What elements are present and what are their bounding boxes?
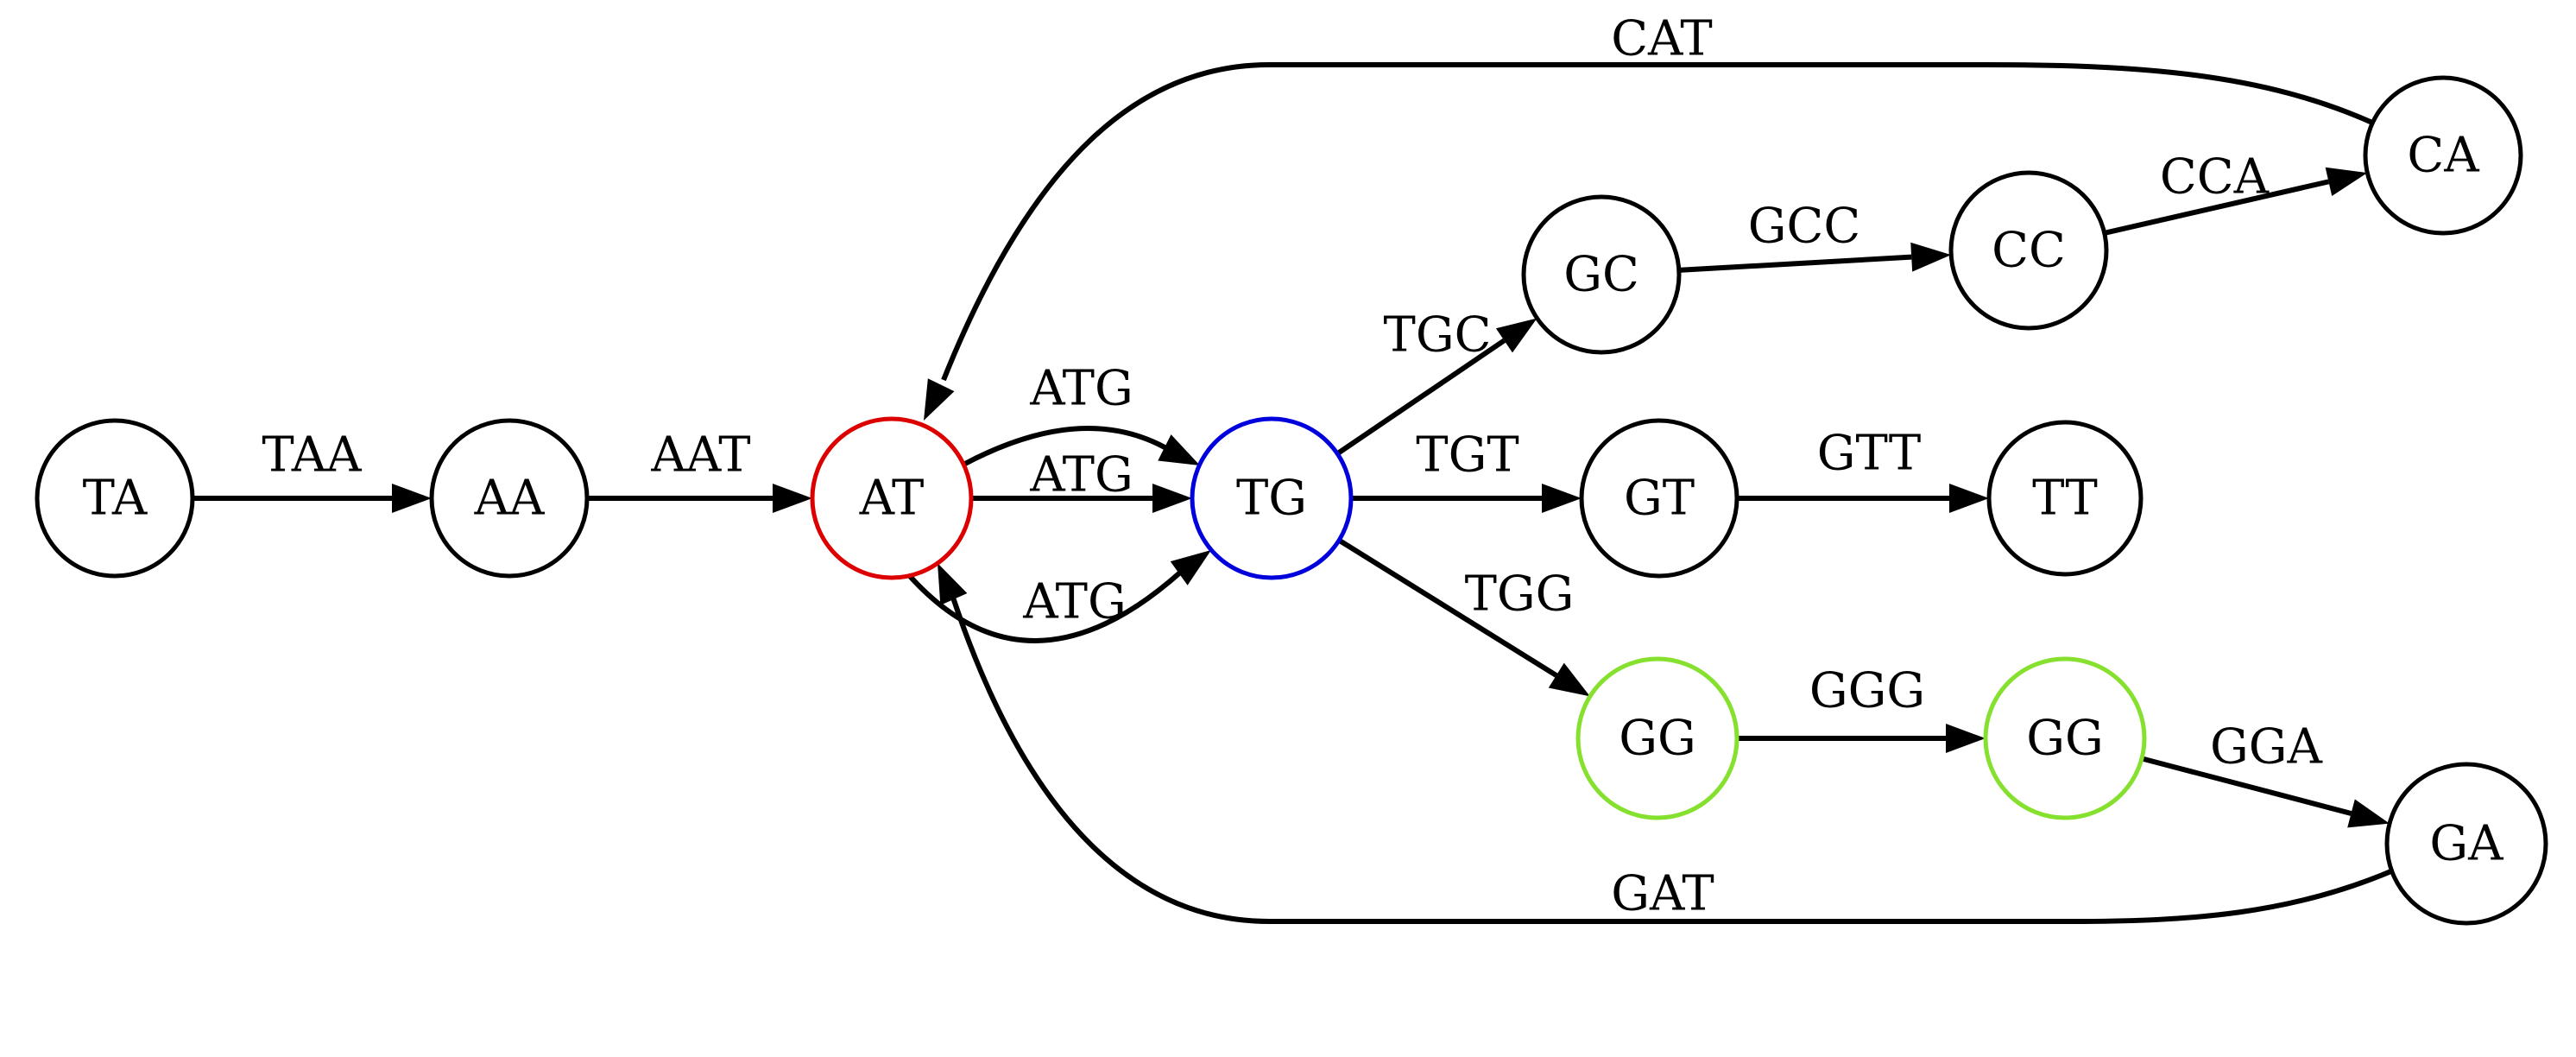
node-circle-TG (1190, 416, 1354, 580)
edge-CCA-9 (2106, 179, 2330, 236)
edge-GCC-8 (1680, 254, 1912, 273)
edge-GCC-8-arrowhead (1910, 242, 1952, 272)
node-label-CA: CA (2407, 128, 2479, 184)
edge-TGG-7-arrowhead (1548, 662, 1590, 697)
edge-layer (194, 62, 2395, 924)
node-circle-AA (429, 418, 590, 579)
node-label-GG1: GG (1619, 711, 1695, 767)
node-label-TA: TA (83, 471, 148, 527)
node-circle-GA (2384, 762, 2548, 926)
edge-TAA-0-arrowhead (392, 484, 432, 513)
node-label-AT: AT (859, 471, 925, 527)
edge-GTT-11-arrowhead (1949, 484, 1989, 513)
node-label-GA: GA (2429, 816, 2503, 872)
edge-label-ATG-3: ATG (1029, 447, 1133, 503)
node-circle-GC (1521, 194, 1682, 355)
node-GC: GC (1521, 194, 1682, 355)
edge-ATG-4-arrowhead (1170, 550, 1211, 585)
edge-label-GCC-8: GCC (1748, 199, 1860, 255)
edge-GAT-14 (950, 597, 2395, 924)
node-TG: TG (1190, 416, 1354, 580)
node-circle-TT (1986, 420, 2144, 577)
edge-label-CCA-9: CCA (2160, 149, 2270, 206)
edge-label-AAT-1: AAT (650, 427, 750, 484)
node-TA: TA (35, 418, 195, 579)
node-CC: CC (1948, 170, 2109, 331)
edge-label-GGG-12: GGG (1809, 663, 1925, 719)
node-circle-CA (2363, 75, 2523, 236)
edge-AAT-1-arrowhead (773, 484, 812, 513)
edge-ATG-2-arrowhead (1158, 434, 1200, 465)
edge-label-ATG-2: ATG (1029, 361, 1133, 417)
node-CA: CA (2363, 75, 2523, 236)
node-circle-GG2 (1983, 656, 2147, 820)
node-label-GT: GT (1624, 471, 1695, 527)
node-GA: GA (2384, 762, 2548, 926)
node-label-GC: GC (1563, 247, 1639, 303)
edge-GGG-12-arrowhead (1946, 724, 1986, 753)
edge-label-GAT-14: GAT (1611, 866, 1714, 922)
edge-CAT-10 (941, 62, 2374, 382)
edge-TGC-5 (1337, 338, 1506, 455)
edge-GAT-14-arrowhead (938, 563, 968, 605)
edge-ATG-2 (962, 426, 1168, 467)
node-GG2: GG (1983, 656, 2147, 820)
edge-GGA-13-arrowhead (2347, 799, 2390, 828)
node-AA: AA (429, 418, 590, 579)
node-label-AA: AA (474, 471, 545, 527)
edge-label-TGC-5: TGC (1384, 307, 1492, 364)
edge-CAT-10-arrowhead (924, 378, 955, 421)
edge-label-TAA-0: TAA (262, 427, 362, 484)
node-GT: GT (1579, 418, 1739, 579)
node-label-CC: CC (1992, 223, 2066, 279)
edge-CCA-9-arrowhead (2325, 167, 2368, 196)
node-circle-AT (810, 416, 974, 580)
edge-label-TGG-7: TGG (1465, 566, 1575, 623)
edge-TGT-6-arrowhead (1542, 484, 1582, 513)
node-TT: TT (1986, 420, 2144, 577)
node-circle-CC (1948, 170, 2109, 331)
node-circle-GT (1579, 418, 1739, 579)
edge-label-TGT-6: TGT (1416, 427, 1518, 484)
node-AT: AT (810, 416, 974, 580)
edge-GGA-13 (2143, 756, 2352, 816)
node-label-GG2: GG (2026, 711, 2103, 767)
edge-label-GGA-13: GGA (2210, 719, 2322, 775)
node-circle-GG1 (1575, 656, 1739, 820)
node-label-TT: TT (2032, 471, 2098, 527)
edge-label-CAT-10: CAT (1611, 11, 1713, 67)
edge-label-ATG-4: ATG (1022, 574, 1126, 630)
edge-label-GTT-11: GTT (1817, 426, 1921, 482)
edge-ATG-3-arrowhead (1152, 484, 1192, 513)
node-label-TG: TG (1236, 471, 1307, 527)
edge-ATG-4 (906, 570, 1182, 643)
node-GG1: GG (1575, 656, 1739, 820)
edge-TGG-7 (1339, 539, 1558, 678)
edge-TGC-5-arrowhead (1495, 318, 1537, 353)
node-circle-TA (35, 418, 195, 579)
